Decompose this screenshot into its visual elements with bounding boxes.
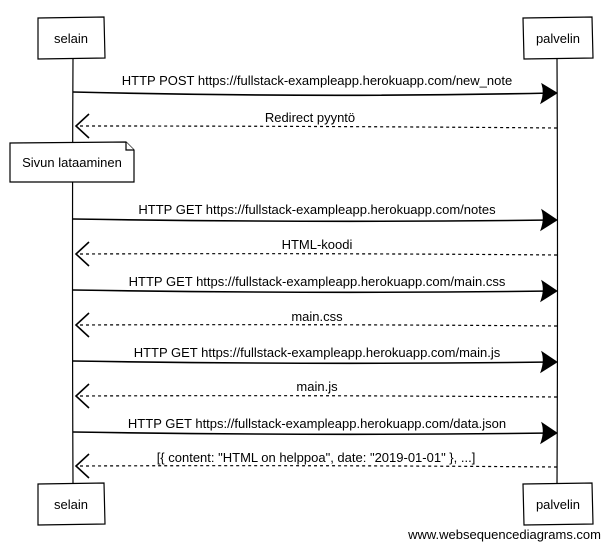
message-post-new-note: HTTP POST https://fullstack-exampleapp.h… [72, 73, 558, 105]
message-get-main-css-label: HTTP GET https://fullstack-exampleapp.he… [129, 274, 506, 289]
message-main-css-label: main.css [291, 309, 343, 324]
message-get-main-js: HTTP GET https://fullstack-exampleapp.he… [72, 345, 558, 374]
participant-selain-bottom: selain [37, 482, 106, 526]
message-html-koodi: HTML-koodi [74, 237, 558, 267]
message-redirect: Redirect pyyntö [74, 110, 558, 139]
message-get-data-json-label: HTTP GET https://fullstack-exampleapp.he… [128, 416, 506, 431]
message-get-notes-label: HTTP GET https://fullstack-exampleapp.he… [138, 202, 496, 217]
lifeline-palvelin [556, 57, 559, 486]
message-main-js: main.js [74, 379, 558, 409]
message-get-main-css: HTTP GET https://fullstack-exampleapp.he… [72, 274, 558, 303]
watermark-text: www.websequencediagrams.com [408, 527, 601, 542]
message-redirect-label: Redirect pyyntö [265, 110, 355, 125]
participant-palvelin-bottom-label: palvelin [536, 497, 580, 512]
participant-palvelin-bottom: palvelin [522, 482, 594, 526]
message-data-response: [{ content: "HTML on helppoa", date: "20… [74, 450, 558, 479]
message-get-main-js-label: HTTP GET https://fullstack-exampleapp.he… [134, 345, 501, 360]
message-post-new-note-label: HTTP POST https://fullstack-exampleapp.h… [122, 73, 512, 88]
message-main-js-label: main.js [296, 379, 338, 394]
lifeline-selain [71, 57, 74, 486]
participant-selain-bottom-label: selain [54, 497, 88, 512]
message-main-css: main.css [74, 309, 558, 338]
message-get-data-json: HTTP GET https://fullstack-exampleapp.he… [72, 416, 558, 445]
participant-selain-top-label: selain [54, 31, 88, 46]
message-data-response-label: [{ content: "HTML on helppoa", date: "20… [157, 450, 476, 465]
note-sivun-lataaminen-label: Sivun lataaminen [22, 155, 122, 170]
participant-palvelin-top-label: palvelin [536, 31, 580, 46]
message-html-koodi-label: HTML-koodi [282, 237, 353, 252]
message-get-notes: HTTP GET https://fullstack-exampleapp.he… [72, 202, 558, 232]
participant-palvelin-top: palvelin [522, 16, 594, 60]
participant-selain-top: selain [37, 16, 106, 60]
note-sivun-lataaminen: Sivun lataaminen [9, 141, 135, 183]
